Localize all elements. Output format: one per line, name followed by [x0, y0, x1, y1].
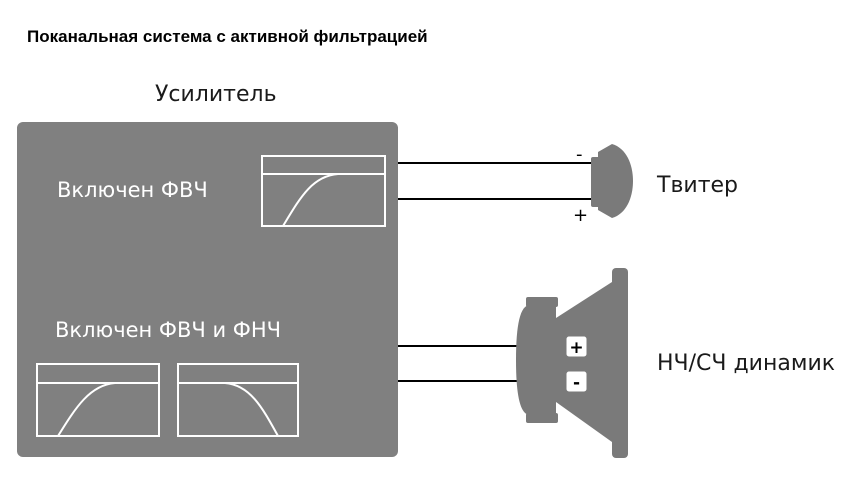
tweeter-polarity-negative: - [576, 144, 583, 165]
woofer-icon [516, 268, 628, 458]
woofer-label: НЧ/СЧ динамик [657, 351, 835, 376]
lpf-graph [177, 363, 299, 437]
woofer-terminal-negative: - [565, 370, 588, 393]
tweeter-icon [591, 144, 633, 218]
woofer-polarity-negative: - [573, 373, 580, 393]
tweeter-label: Твитер [656, 173, 738, 198]
hpf-graph [261, 155, 386, 227]
amplifier-label: Усилитель [155, 82, 277, 107]
hpf-lpf-label: Включен ФВЧ и ФНЧ [55, 318, 281, 342]
woofer-terminal-positive: + [565, 335, 588, 358]
hpf-graph-2 [36, 363, 160, 437]
page-title: Поканальная система с активной фильтраци… [27, 27, 428, 46]
amplifier-box [17, 122, 398, 457]
woofer-polarity-positive: + [569, 338, 583, 358]
tweeter-polarity-positive: + [573, 205, 588, 226]
hpf-label: Включен ФВЧ [57, 178, 208, 202]
